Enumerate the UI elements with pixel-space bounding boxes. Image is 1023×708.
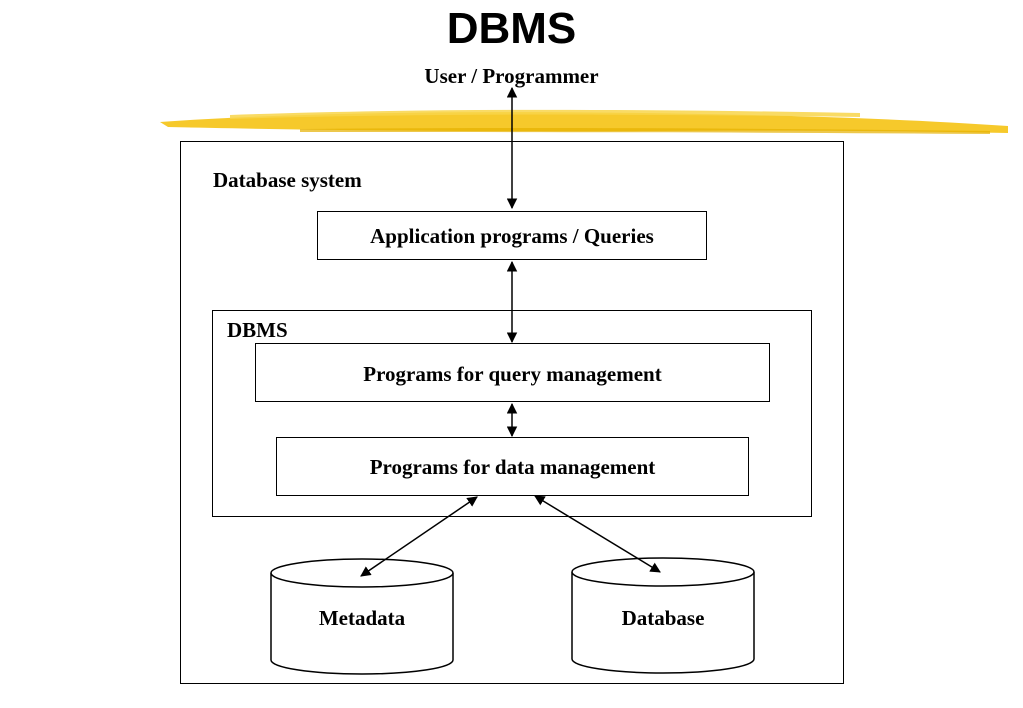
application-programs-label: Application programs / Queries	[370, 224, 654, 248]
data-management-label: Programs for data management	[369, 455, 656, 479]
arrow-data-database	[534, 495, 661, 573]
dbms-box	[212, 310, 812, 517]
dbms-label: DBMS	[227, 318, 288, 342]
database-system-label: Database system	[213, 168, 362, 192]
data-management-box: Programs for data management	[276, 437, 749, 496]
query-management-box: Programs for query management	[255, 343, 770, 402]
query-management-label: Programs for query management	[363, 362, 662, 386]
arrow-data-metadata	[360, 496, 478, 577]
metadata-label: Metadata	[318, 606, 406, 630]
database-label: Database	[621, 606, 705, 630]
user-programmer-label: User / Programmer	[424, 64, 599, 88]
page-title: DBMS	[446, 4, 577, 53]
database-system-box	[180, 141, 844, 684]
application-programs-box: Application programs / Queries	[317, 211, 707, 260]
highlighter-stroke	[160, 109, 1008, 134]
